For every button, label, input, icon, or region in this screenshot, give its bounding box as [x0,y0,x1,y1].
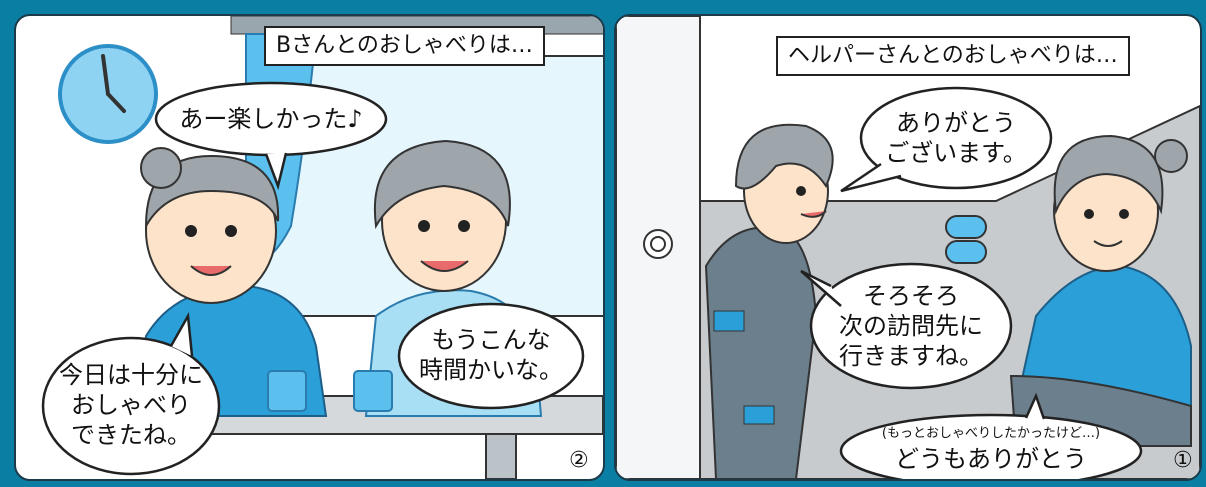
bubble-right-center-line-2: 次の訪問先に [839,312,983,340]
bubble-right-center-line-1: そろそろ [863,282,959,310]
panel-right: ヘルパーさんとのおしゃべりは… ありがとう ございます。 そろそろ 次の訪問先に… [614,14,1202,481]
bubble-right-center-text: そろそろ 次の訪問先に 行きますね。 [821,281,1001,371]
panel-right-caption: ヘルパーさんとのおしゃべりは… [776,36,1130,76]
bubble-left-line-3: できたね。 [71,421,191,449]
bubble-right-top-line-1: ありがとう [896,109,1016,137]
bubble-right-bottom-text: どうもありがとう [895,445,1087,473]
panel-left-number: ② [569,448,589,473]
bubble-right-line-2: 時間かいな。 [419,356,563,384]
panel-right-illustration [616,16,1200,479]
panel-left: Bさんとのおしゃべりは… あー楽しかった♪ もうこんな 時間かいな。 今日は十分… [14,14,605,481]
bubble-left-text: 今日は十分に おしゃべり できたね。 [46,360,216,450]
bubble-right-center-line-3: 行きますね。 [839,342,983,370]
bubble-left-line-2: おしゃべり [71,391,191,419]
bubble-right-center-shape [800,262,1013,390]
bubble-right-top-shape [840,86,1053,193]
bubble-right-bottom-small-text: (もっとおしゃべりしたかったけど…) [881,426,1101,441]
bubble-right-top-text: ありがとう ございます。 [871,108,1041,168]
seated-woman-figure [1009,134,1192,447]
helper-figure [704,123,834,479]
bubble-right-line-1: もうこんな [431,326,551,354]
clock-icon [58,44,158,144]
bubble-left-shape [41,311,221,476]
panel-right-number: ① [1173,448,1193,473]
bubble-top-text: あー楽しかった♪ [179,105,363,133]
bubble-right-shape [397,302,585,410]
bubble-right-text: もうこんな 時間かいな。 [401,325,581,385]
bubble-right-bottom-shape [839,392,1143,479]
bubble-top-shape [154,81,388,191]
bubble-left-line-1: 今日は十分に [59,361,203,389]
panel-left-caption: Bさんとのおしゃべりは… [264,26,545,66]
bubble-right-top-line-2: ございます。 [885,139,1027,167]
